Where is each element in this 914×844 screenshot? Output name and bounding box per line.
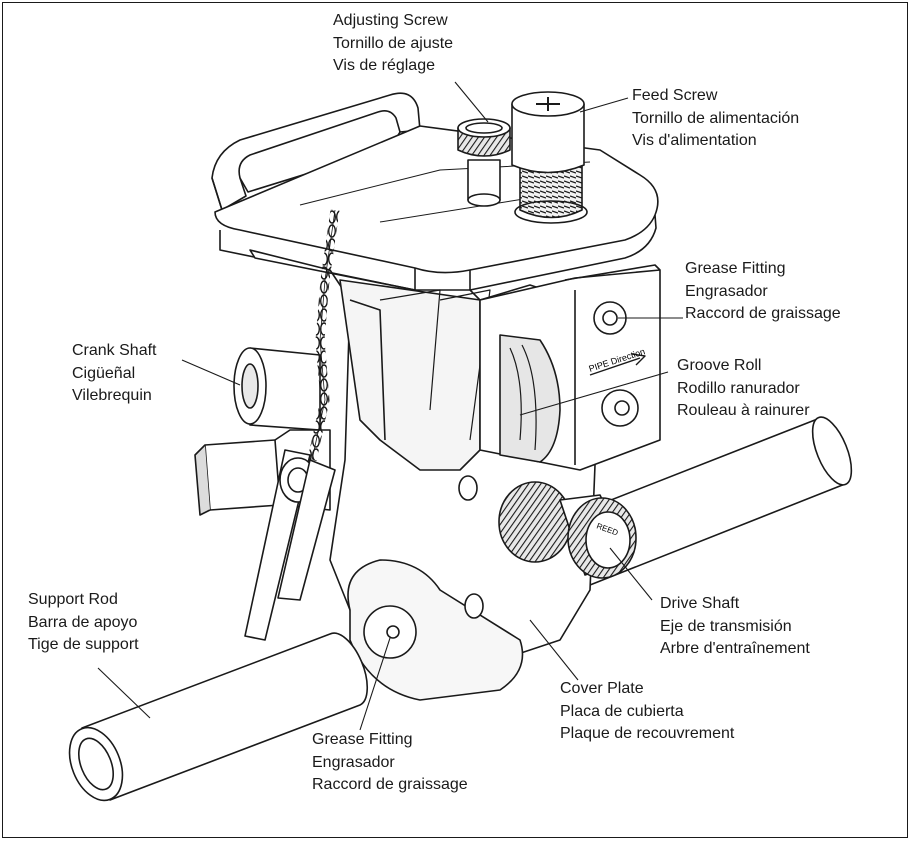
label-en: Grease Fitting — [312, 731, 413, 748]
drive-shaft — [498, 481, 637, 579]
leader-feed-screw — [579, 97, 629, 113]
label-fr: Raccord de graissage — [685, 305, 841, 322]
label-fr: Arbre d'entraînement — [660, 640, 810, 657]
chain — [307, 209, 340, 461]
label-fr: Tige de support — [28, 636, 139, 653]
label-fr: Vilebrequin — [72, 387, 152, 404]
leader-adjusting-screw — [454, 81, 489, 123]
label-fr: Raccord de graissage — [312, 776, 468, 793]
label-support-rod: Support Rod Barra de apoyo Tige de suppo… — [28, 589, 139, 657]
leader-cover-plate — [529, 619, 579, 681]
label-es: Engrasador — [312, 753, 395, 771]
label-grease-fitting-top: Grease Fitting Engrasador Raccord de gra… — [685, 258, 841, 326]
label-es: Cigüeñal — [72, 364, 136, 382]
label-en: Support Rod — [28, 591, 118, 608]
label-crank-shaft: Crank Shaft Cigüeñal Vilebrequin — [72, 340, 156, 408]
leader-lines — [97, 81, 683, 731]
label-es: Barra de apoyo — [28, 613, 138, 631]
leader-crank-shaft — [181, 359, 241, 386]
label-en: Crank Shaft — [72, 342, 157, 359]
label-feed-screw: Feed Screw Tornillo de alimentación Vis … — [632, 85, 799, 153]
label-fr: Rouleau à rainurer — [677, 402, 810, 419]
label-fr: Vis de réglage — [333, 57, 435, 74]
leader-grease-fitting-bottom — [359, 637, 391, 731]
label-en: Grease Fitting — [685, 260, 786, 277]
label-adjusting-screw: Adjusting Screw Tornillo de ajuste Vis d… — [333, 10, 453, 78]
label-cover-plate: Cover Plate Placa de cubierta Plaque de … — [560, 678, 734, 746]
label-drive-shaft: Drive Shaft Eje de transmisión Arbre d'e… — [660, 593, 810, 661]
label-fr: Plaque de recouvrement — [560, 725, 735, 742]
serial-tag — [244, 449, 336, 641]
feed-screw — [511, 91, 588, 224]
label-en: Drive Shaft — [660, 595, 740, 612]
leader-support-rod — [97, 667, 151, 719]
support-rod-left — [68, 632, 369, 802]
label-grease-fitting-bottom: Grease Fitting Engrasador Raccord de gra… — [312, 729, 468, 797]
groove-roll-block — [479, 264, 661, 471]
leader-drive-shaft — [609, 547, 653, 601]
label-es: Engrasador — [685, 282, 768, 300]
label-es: Rodillo ranurador — [677, 379, 800, 397]
label-es: Tornillo de alimentación — [632, 109, 800, 127]
crank-shaft — [194, 347, 331, 516]
top-frame — [214, 125, 659, 294]
label-en: Adjusting Screw — [333, 12, 448, 29]
cover-plate — [347, 475, 524, 701]
label-en: Feed Screw — [632, 87, 718, 104]
label-es: Eje de transmisión — [660, 617, 792, 635]
label-fr: Vis d'alimentation — [632, 132, 757, 149]
label-en: Cover Plate — [560, 680, 644, 697]
label-groove-roll: Groove Roll Rodillo ranurador Rouleau à … — [677, 355, 810, 423]
label-en: Groove Roll — [677, 357, 762, 374]
adjusting-screw — [457, 118, 511, 207]
leader-groove-roll — [519, 371, 669, 416]
label-es: Placa de cubierta — [560, 702, 684, 720]
label-es: Tornillo de ajuste — [333, 34, 454, 52]
